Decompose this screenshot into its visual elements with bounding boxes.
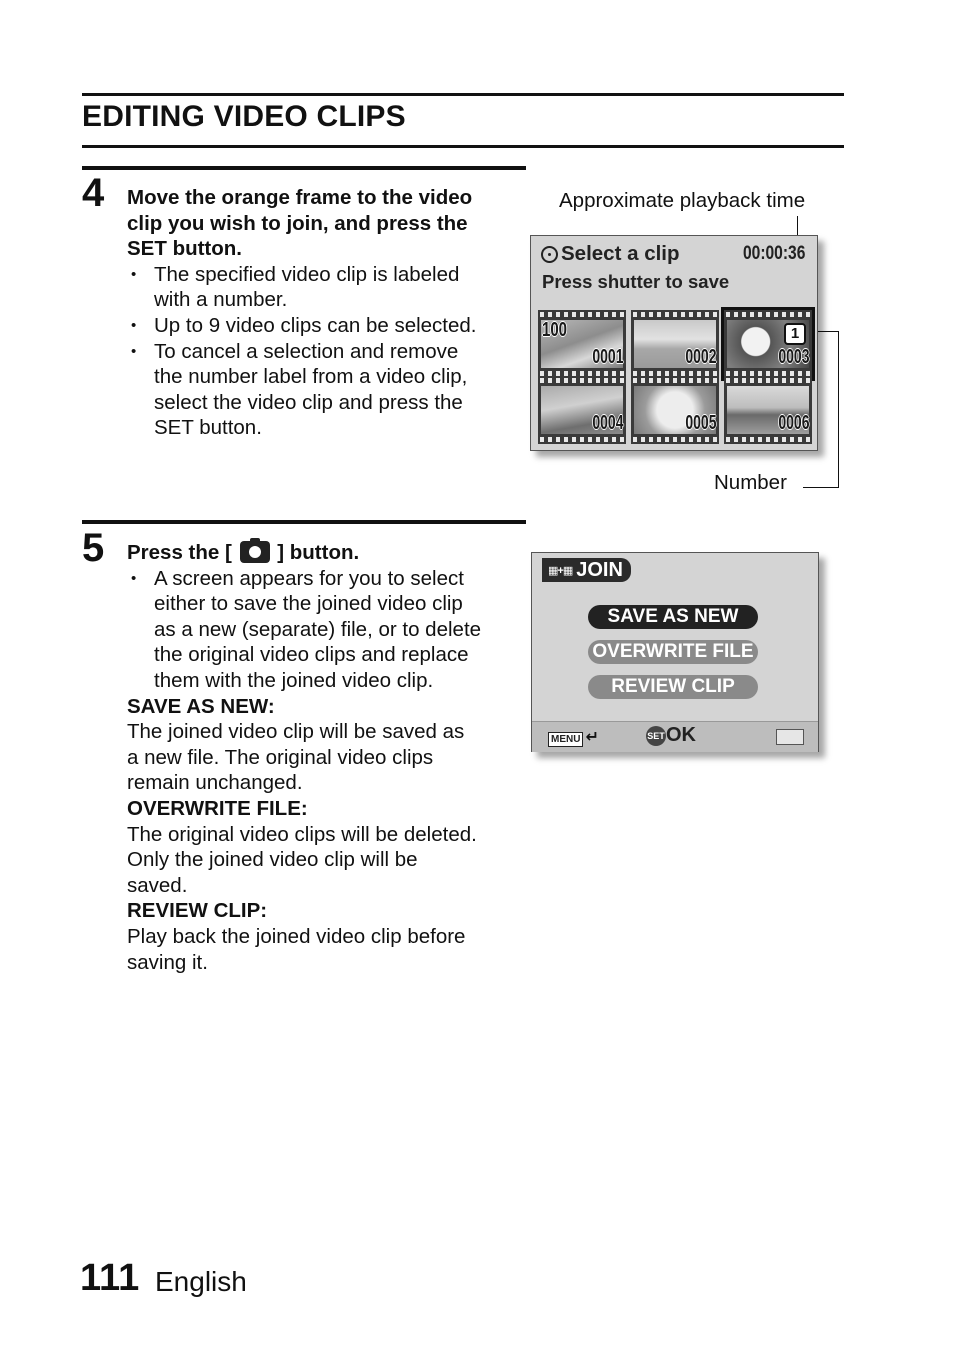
thumb-number: 0001 bbox=[591, 346, 623, 368]
step5-lead: Press the [ ] button. bbox=[127, 538, 360, 564]
step4-lead: Move the orange frame to the video clip … bbox=[127, 186, 473, 261]
step5-rule bbox=[82, 520, 526, 524]
set-ok-hint[interactable]: SETOK bbox=[646, 724, 696, 746]
return-arrow-icon: ↵ bbox=[585, 729, 599, 746]
screen2-footer: MENU↵ SETOK bbox=[532, 721, 818, 752]
video-thumb[interactable]: 0002 bbox=[631, 310, 719, 378]
overwrite-file-button[interactable]: OVERWRITE FILE bbox=[588, 640, 758, 664]
join-tab: ▦+▦JOIN bbox=[542, 558, 631, 582]
callout-number-leader-top bbox=[800, 331, 839, 332]
option-review-heading: REVIEW CLIP: bbox=[127, 899, 268, 923]
video-thumb[interactable]: 0006 bbox=[724, 376, 812, 444]
screen1-subtitle: Press shutter to save bbox=[542, 271, 730, 292]
screen1-title: Select a clip bbox=[541, 242, 680, 266]
thumb-number: 0005 bbox=[684, 412, 716, 434]
join-icon: ▦+▦ bbox=[548, 565, 573, 577]
video-thumb[interactable]: 100 0001 bbox=[538, 310, 626, 378]
callout-number-leader-v bbox=[838, 331, 839, 488]
joystick-icon bbox=[541, 246, 558, 263]
header-top-rule bbox=[82, 93, 844, 96]
video-thumb[interactable]: 0004 bbox=[538, 376, 626, 444]
step4-bullet: The specified video clip is labeled with… bbox=[127, 262, 527, 313]
thumb-number: 0003 bbox=[777, 346, 809, 368]
review-clip-button[interactable]: REVIEW CLIP bbox=[588, 675, 758, 699]
camera-screen-join: ▦+▦JOIN SAVE AS NEW OVERWRITE FILE REVIE… bbox=[531, 552, 819, 752]
step5-bullets: A screen appears for you to select eithe… bbox=[127, 566, 527, 694]
thumb-number: 0002 bbox=[684, 346, 716, 368]
option-save-as-new-heading: SAVE AS NEW: bbox=[127, 694, 275, 718]
thumb-number: 0006 bbox=[777, 412, 809, 434]
screen1-time: 00:00:36 bbox=[743, 243, 806, 264]
step4-rule bbox=[82, 166, 526, 170]
save-as-new-button[interactable]: SAVE AS NEW bbox=[588, 605, 758, 629]
callout-playback-time: Approximate playback time bbox=[559, 189, 806, 212]
option-overwrite-heading: OVERWRITE FILE: bbox=[127, 796, 308, 820]
callout-time-leader bbox=[797, 216, 798, 242]
callout-number: Number bbox=[714, 471, 787, 494]
camera-icon bbox=[239, 538, 270, 563]
step4-number: 4 bbox=[82, 171, 105, 215]
callout-number-leader-h bbox=[803, 487, 839, 488]
selection-number-label: 1 bbox=[784, 323, 806, 345]
step4-bullet: To cancel a selection and remove the num… bbox=[127, 339, 527, 441]
folder-number: 100 bbox=[542, 319, 568, 341]
battery-icon bbox=[776, 729, 804, 745]
video-thumb-selected[interactable]: 1 0003 bbox=[721, 307, 815, 381]
video-thumb[interactable]: 0005 bbox=[631, 376, 719, 444]
header-bottom-rule bbox=[82, 145, 844, 148]
thumb-number: 0004 bbox=[591, 412, 623, 434]
page-language: English bbox=[155, 1266, 247, 1297]
menu-back-hint[interactable]: MENU↵ bbox=[548, 727, 599, 747]
camera-screen-select-clip: Select a clip 00:00:36 Press shutter to … bbox=[530, 235, 818, 451]
step5-number: 5 bbox=[82, 526, 105, 570]
step5-body: Press the [ ] button. A screen appears f… bbox=[127, 538, 527, 975]
step5-bullet: A screen appears for you to select eithe… bbox=[127, 566, 527, 694]
step4-bullets: The specified video clip is labeled with… bbox=[127, 262, 527, 441]
step4-body: Move the orange frame to the video clip … bbox=[127, 185, 527, 441]
page-number: 111 bbox=[80, 1257, 140, 1299]
set-button-icon: SET bbox=[646, 726, 666, 746]
step4-bullet: Up to 9 video clips can be selected. bbox=[127, 313, 527, 339]
page-title: EDITING VIDEO CLIPS bbox=[82, 100, 406, 133]
